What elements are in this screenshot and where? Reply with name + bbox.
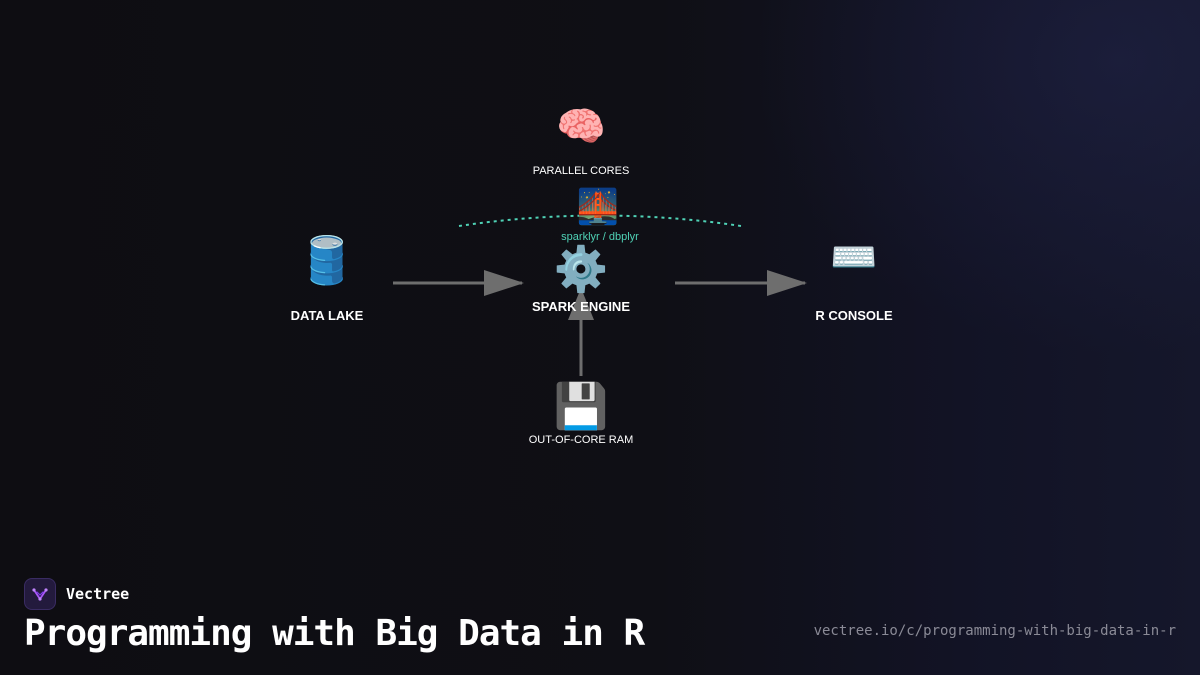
spark-engine-label: SPARK ENGINE (532, 299, 630, 314)
page-title: Programming with Big Data in R (24, 613, 645, 654)
keyboard-icon: ⌨️ (830, 235, 877, 279)
floppy-disk-icon: 💾 (554, 381, 609, 432)
r-console-label: R CONSOLE (815, 308, 893, 323)
arrow-ram-to-spark-head (568, 288, 594, 320)
brain-icon: 🧠 (556, 104, 606, 150)
vectree-logo-icon (24, 578, 56, 610)
data-lake-label: DATA LAKE (291, 308, 364, 323)
out-of-core-ram-label: OUT-OF-CORE RAM (529, 434, 634, 446)
gear-icon: ⚙️ (554, 244, 609, 295)
parallel-cores-label: PARALLEL CORES (533, 165, 630, 177)
bridge-curve (458, 214, 742, 227)
brand: Vectree (24, 577, 129, 611)
course-url[interactable]: vectree.io/c/programming-with-big-data-i… (813, 623, 1176, 639)
brand-name: Vectree (66, 585, 130, 603)
bridge-label: sparklyr / dbplyr (561, 231, 639, 243)
oil-drum-icon: 🛢️ (298, 233, 355, 287)
bridge-at-night-icon: 🌉 (577, 187, 619, 227)
